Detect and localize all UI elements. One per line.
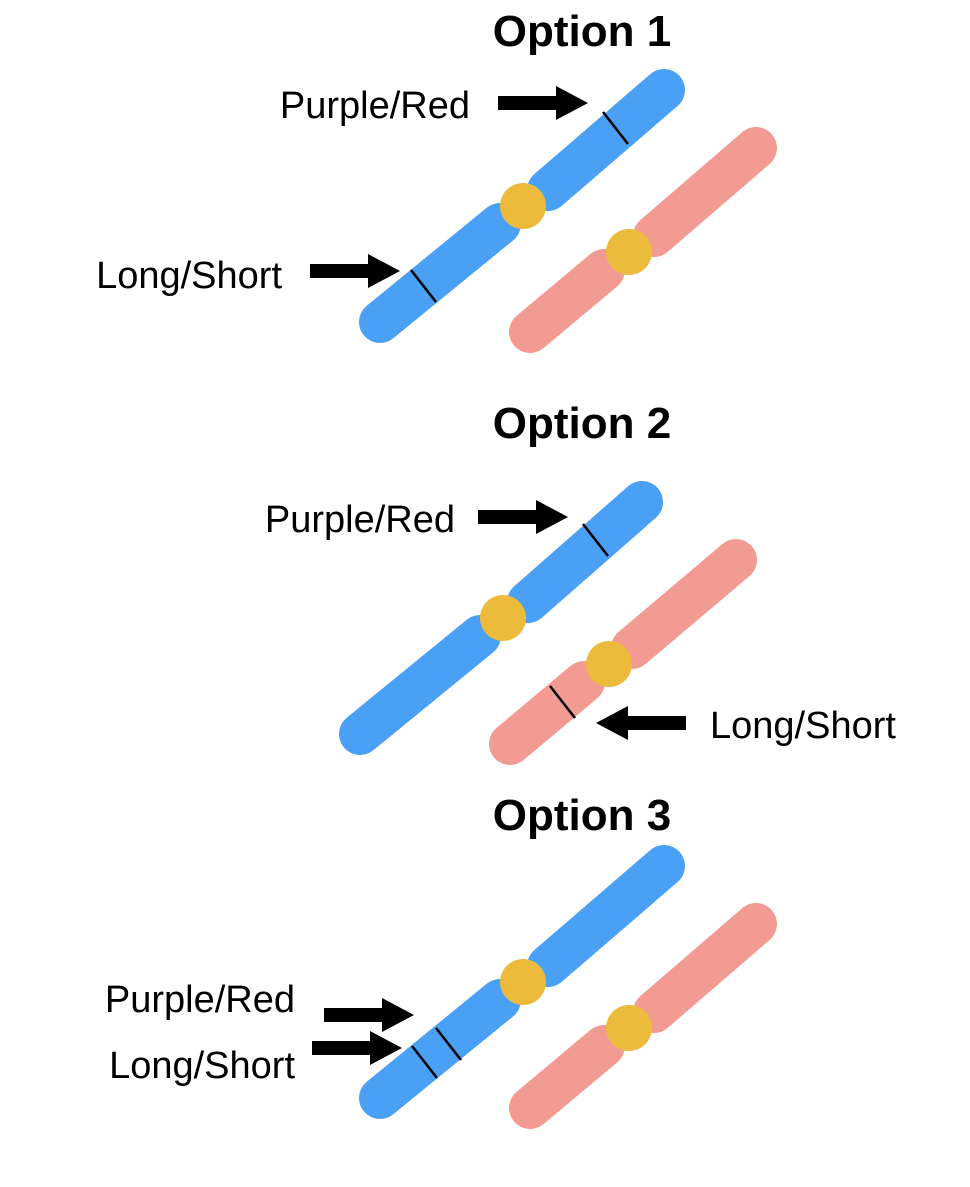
option-3-blue-centromere bbox=[500, 959, 546, 1005]
option-3-pink-upper-arm bbox=[633, 903, 777, 1033]
option-2-blue-lower-arm bbox=[339, 615, 501, 755]
option-3-pink-chromosome bbox=[509, 903, 777, 1129]
option-1-pink-centromere bbox=[606, 229, 652, 275]
option-2-long-short-arrow bbox=[596, 706, 686, 740]
option-1-pink-lower-arm bbox=[509, 249, 625, 353]
option-2-purple-red-arrow bbox=[478, 500, 568, 534]
option-1-blue-lower-arm bbox=[359, 203, 521, 343]
option-2-pink-chromosome bbox=[489, 539, 757, 765]
option-2-long-short-marker bbox=[549, 685, 576, 719]
option-3-pink-centromere bbox=[606, 1005, 652, 1051]
option-1-blue-centromere bbox=[500, 183, 546, 229]
option-3-group: Option 3 Purple/Red Long/Short bbox=[105, 791, 777, 1129]
option-1-group: Option 1 Purple/Red Long/Short bbox=[96, 7, 777, 353]
option-2-pink-centromere bbox=[586, 641, 632, 687]
option-1-blue-upper-arm bbox=[527, 69, 685, 211]
option-1-long-short-arrow bbox=[310, 254, 400, 288]
option-1-purple-red-arrow bbox=[498, 86, 588, 120]
option-3-long-short-marker bbox=[411, 1045, 438, 1079]
option-1-purple-red-marker bbox=[602, 111, 629, 145]
option-3-blue-lower-arm bbox=[359, 979, 521, 1119]
option-1-long-short-marker bbox=[410, 269, 437, 303]
option-2-purple-red-label: Purple/Red bbox=[265, 499, 455, 541]
option-3-purple-red-marker bbox=[435, 1027, 462, 1061]
option-3-pink-lower-arm bbox=[509, 1025, 625, 1129]
option-2-purple-red-marker bbox=[582, 523, 609, 557]
option-1-title: Option 1 bbox=[493, 7, 671, 56]
option-2-pink-lower-arm bbox=[489, 661, 605, 765]
option-3-long-short-arrow bbox=[312, 1031, 402, 1065]
option-3-purple-red-arrow bbox=[324, 998, 414, 1032]
option-2-long-short-label: Long/Short bbox=[710, 705, 896, 747]
option-2-blue-upper-arm bbox=[507, 481, 663, 623]
option-3-blue-upper-arm bbox=[527, 845, 685, 987]
option-3-title: Option 3 bbox=[493, 791, 671, 840]
option-1-pink-chromosome bbox=[509, 127, 777, 353]
option-2-pink-upper-arm bbox=[611, 539, 757, 669]
option-1-long-short-label: Long/Short bbox=[96, 255, 282, 297]
option-2-group: Option 2 Purple/Red Long/Short bbox=[265, 399, 896, 765]
option-2-blue-chromosome bbox=[339, 481, 663, 755]
option-1-blue-chromosome bbox=[359, 69, 685, 343]
option-2-blue-centromere bbox=[480, 595, 526, 641]
option-1-pink-upper-arm bbox=[633, 127, 777, 257]
option-2-title: Option 2 bbox=[493, 399, 671, 448]
option-3-purple-red-label: Purple/Red bbox=[105, 979, 295, 1021]
option-1-purple-red-label: Purple/Red bbox=[280, 85, 470, 127]
option-3-blue-chromosome bbox=[359, 845, 685, 1119]
option-3-long-short-label: Long/Short bbox=[109, 1045, 295, 1087]
